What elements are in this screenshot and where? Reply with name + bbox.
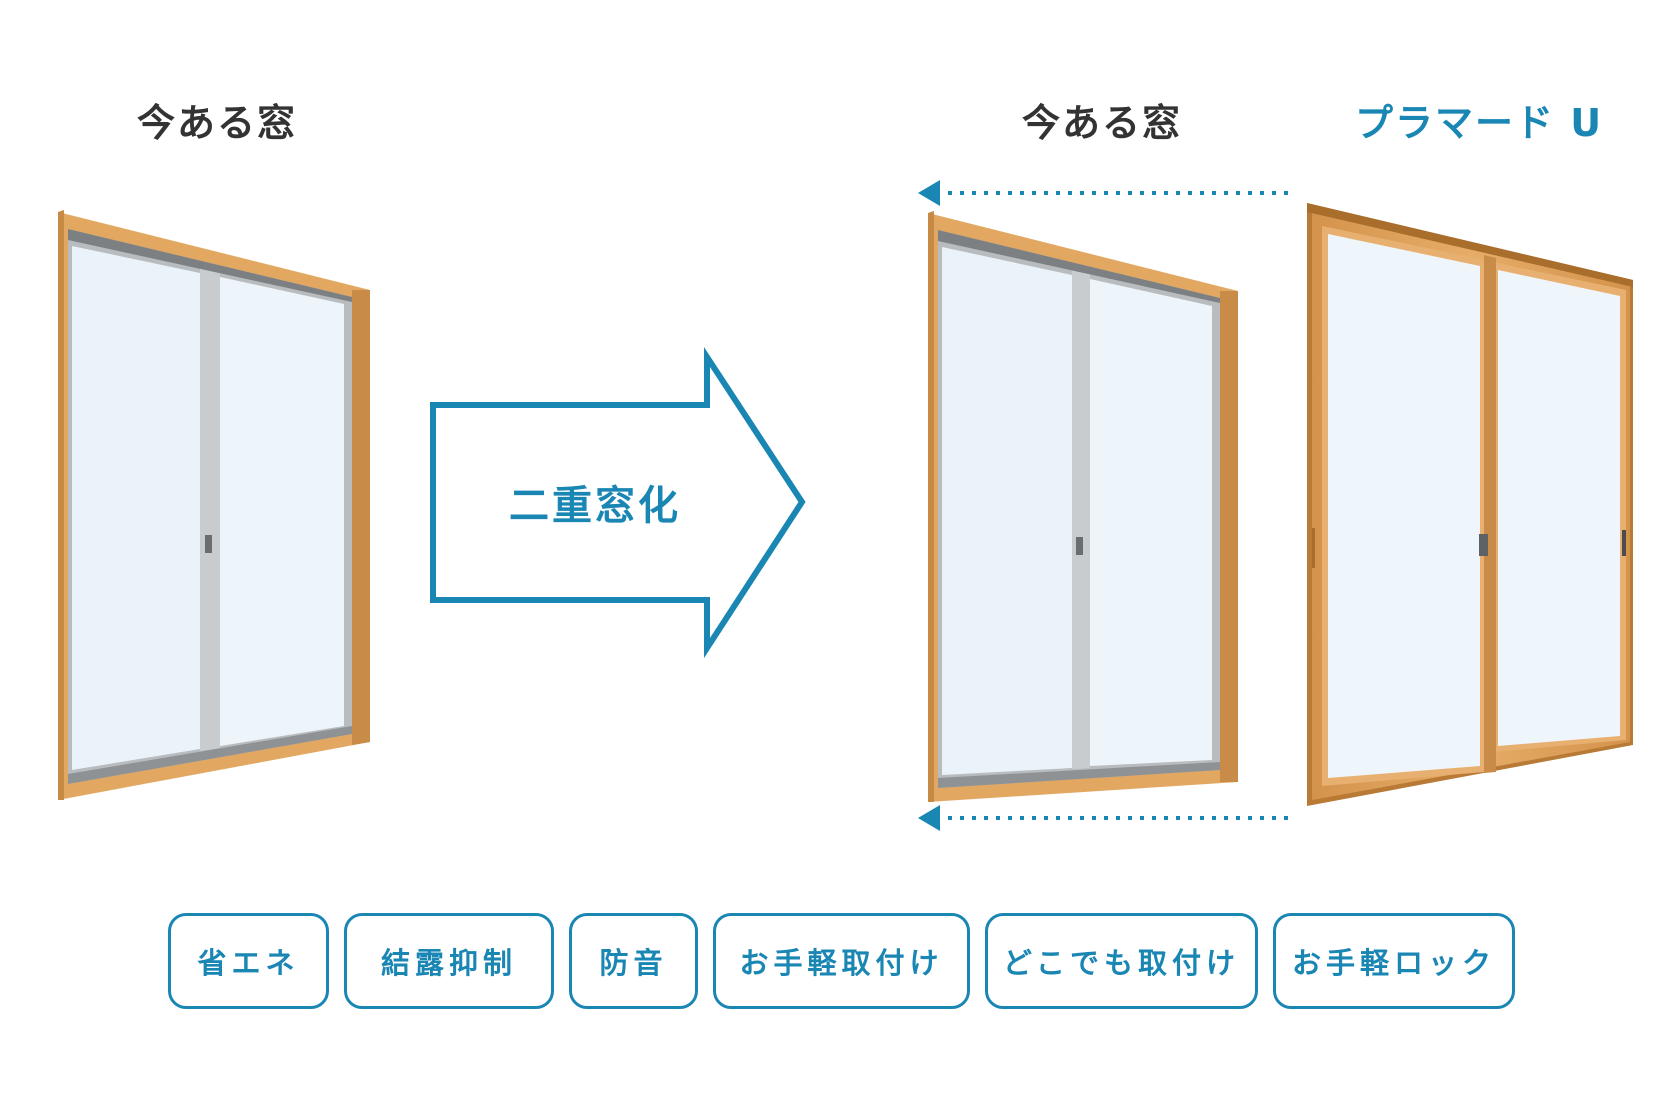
existing-window-left-illustration: [58, 210, 370, 800]
feature-tag-install-anywhere: どこでも取付け: [985, 913, 1258, 1009]
feature-tag-condensation-control: 結露抑制: [344, 913, 554, 1009]
product-name-label: プラマード U: [1355, 101, 1604, 145]
plamade-u-window-illustration: [1307, 203, 1633, 806]
feature-tag-energy-saving: 省エネ: [168, 913, 329, 1009]
arrow-label: 二重窓化: [509, 483, 681, 529]
existing-window-label-right: 今ある窓: [1022, 101, 1183, 145]
existing-window-label-left: 今ある窓: [137, 101, 298, 145]
dotted-arrow-bottom: [918, 805, 1288, 831]
feature-tag-easy-lock: お手軽ロック: [1273, 913, 1515, 1009]
dotted-arrow-top: [918, 180, 1288, 206]
feature-tag-easy-install: お手軽取付け: [713, 913, 970, 1009]
feature-tags: 省エネ 結露抑制 防音 お手軽取付け どこでも取付け お手軽ロック: [168, 913, 1515, 1009]
double-window-arrow: 二重窓化: [430, 346, 806, 659]
existing-window-right-illustration: [928, 211, 1238, 802]
feature-tag-soundproof: 防音: [569, 913, 698, 1009]
